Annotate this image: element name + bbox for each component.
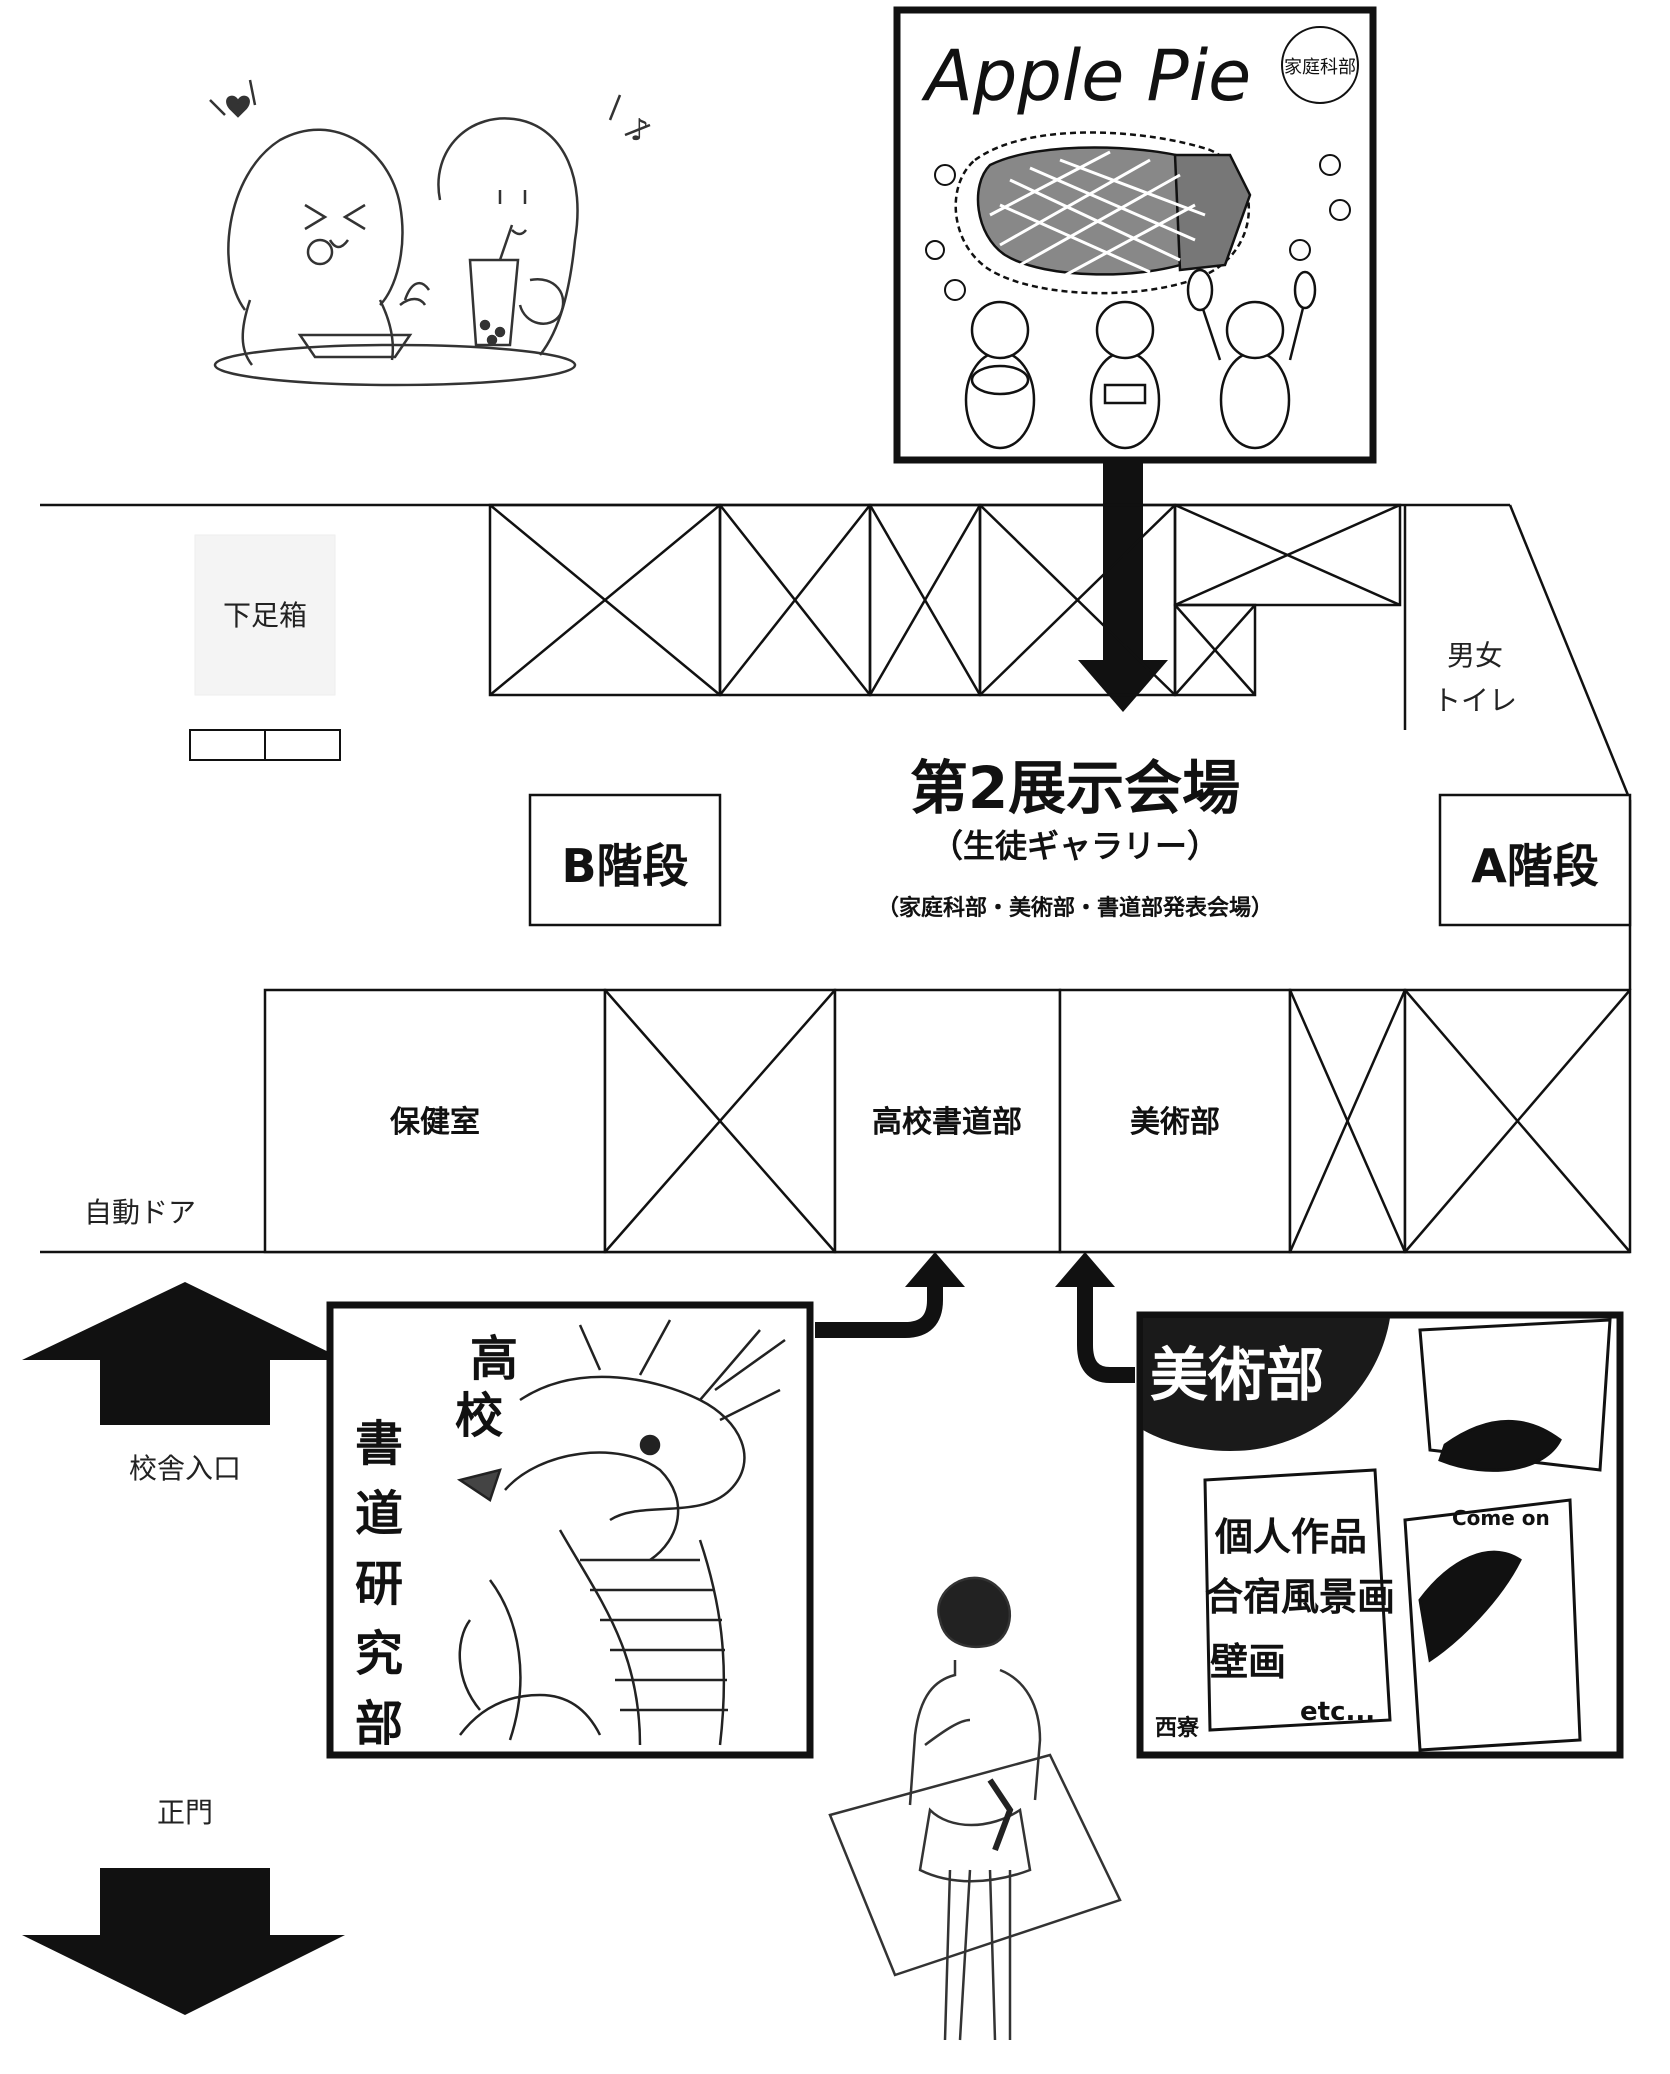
bottom-rooms-row xyxy=(263,988,1632,1254)
calligraphy-char-5: 研 xyxy=(355,1556,403,1612)
restroom-area: 男女 トイレ xyxy=(1433,639,1517,717)
calligraphy-char-7: 部 xyxy=(355,1696,403,1752)
gallery-subtitle: （生徒ギャラリー） xyxy=(931,827,1219,865)
entrance-arrow xyxy=(22,1282,345,1425)
arrow-art-head xyxy=(1055,1252,1115,1287)
applepie-poster-badge: 家庭科部 xyxy=(1284,57,1356,78)
top-rooms-row xyxy=(488,503,1402,697)
shoe-box-label: 下足箱 xyxy=(223,599,307,632)
sheep-chefs-drawing xyxy=(964,268,1317,450)
eating-characters-illustration: ♪ xyxy=(209,79,651,387)
calligraphy-room-label: 高校書道部 xyxy=(872,1105,1022,1140)
art-poster-line3: 壁画 xyxy=(1210,1640,1286,1684)
applepie-poster-title: Apple Pie xyxy=(921,35,1251,117)
art-room-label: 美術部 xyxy=(1130,1105,1220,1140)
arrow-calligraphy-to-room xyxy=(815,1285,943,1338)
art-poster-footer: 西寮 xyxy=(1155,1715,1200,1741)
applepie-poster: Apple Pie 家庭科部 xyxy=(893,6,1377,464)
art-poster-tag: Come on xyxy=(1452,1506,1550,1530)
art-poster-frames xyxy=(1203,1318,1612,1752)
art-poster: 美術部 Come on 個人作品 合宿風景画 壁画 etc... 西寮 xyxy=(1136,1311,1624,1759)
calligraphy-poster: 高 校 書 道 研 究 部 xyxy=(326,1301,814,1759)
art-poster-line4: etc... xyxy=(1300,1697,1375,1727)
girl-with-canvas-illustration xyxy=(828,1576,1122,2041)
nurse-room-label: 保健室 xyxy=(390,1105,480,1140)
arrow-art-to-room xyxy=(1077,1285,1135,1383)
calligraphy-poster-text: 高 校 書 道 研 究 部 xyxy=(355,1331,518,1752)
gallery-note: （家庭科部・美術部・書道部発表会場） xyxy=(877,895,1273,921)
calligraphy-char-3: 書 xyxy=(355,1416,403,1472)
shoe-box-area: 下足箱 xyxy=(189,534,341,761)
art-poster-line1: 個人作品 xyxy=(1214,1515,1367,1559)
arrow-calligraphy-head xyxy=(905,1252,965,1287)
svg-text:♪: ♪ xyxy=(630,113,649,148)
stairs-b: B階段 xyxy=(528,793,722,927)
gallery-title-block: 第2展示会場 （生徒ギャラリー） （家庭科部・美術部・書道部発表会場） xyxy=(877,754,1273,921)
art-poster-header: 美術部 xyxy=(1150,1341,1324,1409)
auto-door-label: 自動ドア xyxy=(84,1196,196,1229)
gallery-title: 第2展示会場 xyxy=(910,754,1240,822)
calligraphy-char-4: 道 xyxy=(355,1486,403,1542)
restroom-label-line2: トイレ xyxy=(1433,684,1517,717)
art-poster-text: Come on 個人作品 合宿風景画 壁画 etc... 西寮 xyxy=(1155,1506,1550,1741)
entrance-label: 校舎入口 xyxy=(129,1452,241,1485)
arrow-to-gallery xyxy=(1078,460,1168,712)
small-apples-drawing xyxy=(925,154,1351,301)
calligraphy-char-2: 校 xyxy=(455,1388,503,1444)
main-gate-arrow xyxy=(22,1868,345,2015)
restroom-label-line1: 男女 xyxy=(1447,639,1503,672)
apple-pie-drawing xyxy=(954,131,1252,295)
art-poster-line2: 合宿風景画 xyxy=(1205,1575,1395,1619)
calligraphy-char-1: 高 xyxy=(470,1331,518,1387)
stairs-a-label: A階段 xyxy=(1471,839,1599,893)
calligraphy-char-6: 究 xyxy=(355,1626,403,1682)
stairs-a: A階段 xyxy=(1438,793,1632,927)
stairs-b-label: B階段 xyxy=(561,839,688,893)
dragon-drawing xyxy=(456,1319,786,1746)
main-gate-label: 正門 xyxy=(157,1796,213,1829)
